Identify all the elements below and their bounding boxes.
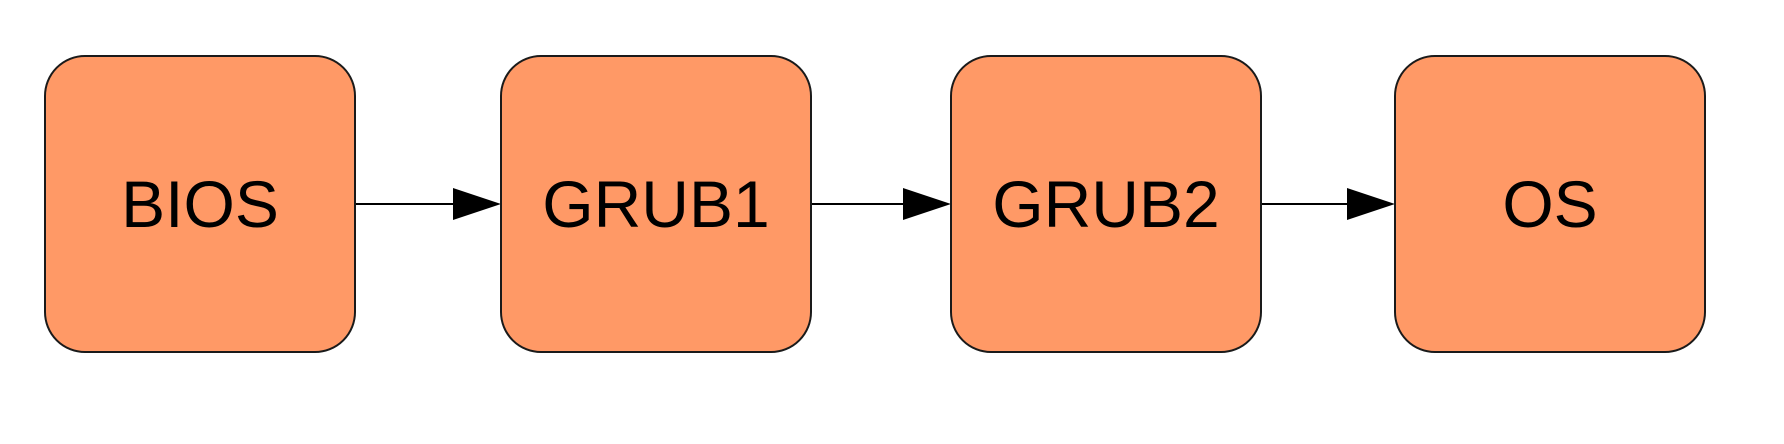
node-box-os: [1394, 55, 1706, 353]
node-os: OS: [1394, 55, 1706, 353]
nodes-layer: BIOS GRUB1 GRUB2 OS: [44, 55, 1706, 353]
node-grub2: GRUB2: [950, 55, 1262, 353]
arrowhead-icon: [453, 188, 501, 220]
node-box-bios: [44, 55, 356, 353]
edges-layer: [355, 188, 1395, 220]
edge-grub1-to-grub2: [811, 188, 951, 220]
node-label-grub1: GRUB1: [542, 167, 769, 241]
node-grub1: GRUB1: [500, 55, 812, 353]
edge-bios-to-grub1: [355, 188, 501, 220]
node-label-grub2: GRUB2: [992, 167, 1219, 241]
arrowhead-icon: [1347, 188, 1395, 220]
node-label-bios: BIOS: [121, 167, 279, 241]
node-label-os: OS: [1502, 167, 1597, 241]
arrowhead-icon: [903, 188, 951, 220]
node-box-grub1: [500, 55, 812, 353]
node-box-grub2: [950, 55, 1262, 353]
edge-grub2-to-os: [1261, 188, 1395, 220]
node-bios: BIOS: [44, 55, 356, 353]
